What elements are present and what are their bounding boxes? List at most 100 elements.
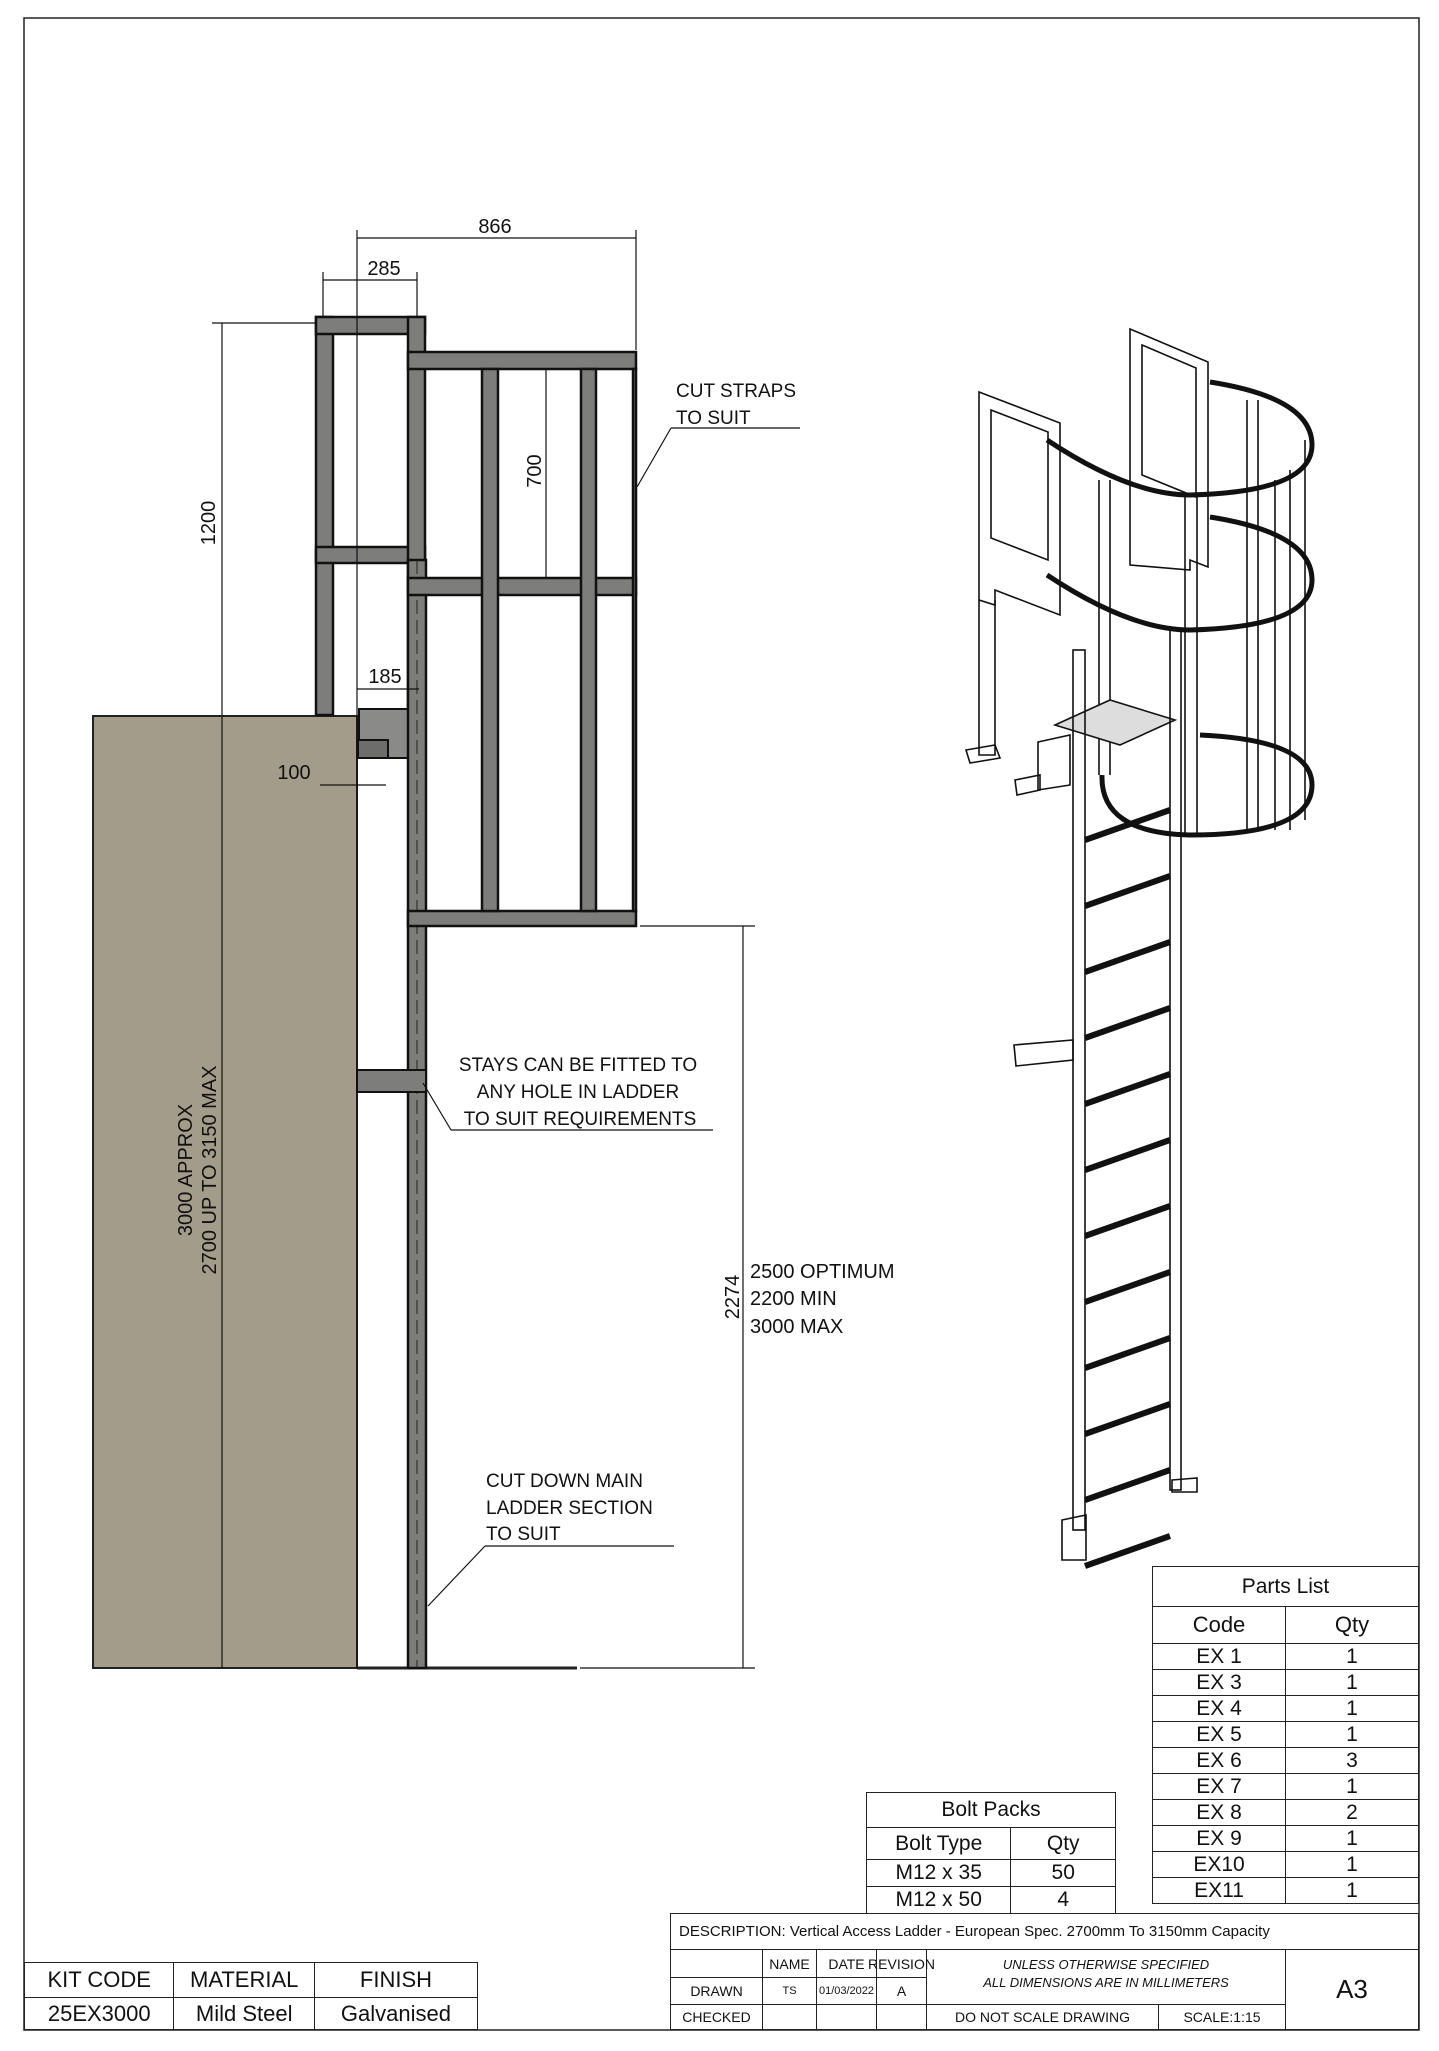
drawn-label: DRAWN <box>671 1977 763 2004</box>
side-elevation: 866 285 1200 700 185 100 3000 APPROX 270… <box>92 216 894 1670</box>
iso-top-hoop <box>1045 379 1315 498</box>
part-qty: 1 <box>1285 1695 1419 1722</box>
note-stays-3: TO SUIT REQUIREMENTS <box>464 1109 697 1130</box>
wall-height-2: 2700 UP TO 3150 MAX <box>199 1065 221 1274</box>
iso-rung <box>1084 1401 1171 1437</box>
name-label: NAME <box>763 1950 817 1977</box>
bolt-packs-title: Bolt Packs <box>866 1792 1116 1828</box>
iso-bottom-hoop <box>1099 732 1315 838</box>
bolt-header-qty: Qty <box>1010 1827 1116 1860</box>
part-code: EX 6 <box>1152 1747 1286 1774</box>
wall-bracket <box>357 739 389 759</box>
finish-label: FINISH <box>313 1962 479 1998</box>
iso-rung <box>1084 1137 1171 1173</box>
part-code: EX 8 <box>1152 1799 1286 1826</box>
drawn-date: 01/03/2022 <box>817 1977 877 2004</box>
iso-rung <box>1084 1533 1171 1569</box>
dim-700: 700 <box>524 454 546 487</box>
dim-100: 100 <box>277 762 310 784</box>
iso-rung <box>1084 1335 1171 1371</box>
material-label: MATERIAL <box>173 1962 315 1998</box>
iso-rung <box>1084 939 1171 975</box>
description: DESCRIPTION: Vertical Access Ladder - Eu… <box>671 1914 1418 1950</box>
note-cut-down-2: LADDER SECTION <box>486 1498 653 1519</box>
revision-value: A <box>877 1977 927 2004</box>
exit-frame <box>314 315 427 717</box>
wall <box>92 715 358 1669</box>
units-line-2: ALL DIMENSIONS ARE IN MILLIMETERS <box>983 1974 1229 1990</box>
part-qty: 1 <box>1285 1669 1419 1696</box>
part-code: EX 9 <box>1152 1825 1286 1852</box>
iso-middle-hoop <box>1045 514 1315 633</box>
dim-2274: 2274 <box>722 1275 744 1320</box>
revision-label: REVISION <box>868 1950 935 1977</box>
part-code: EX10 <box>1152 1851 1286 1878</box>
dim-285: 285 <box>367 258 400 280</box>
cage-note-min: 2200 MIN <box>750 1288 837 1310</box>
cage-note-optimum: 2500 OPTIMUM <box>750 1261 894 1283</box>
part-qty: 1 <box>1285 1877 1419 1904</box>
note-cut-down-1: CUT DOWN MAIN <box>486 1471 643 1492</box>
scale: SCALE:1:15 <box>1159 2004 1285 2029</box>
iso-left-frame <box>978 390 1061 617</box>
part-qty: 1 <box>1285 1721 1419 1748</box>
note-stays-2: ANY HOLE IN LADDER <box>477 1082 679 1103</box>
iso-rung <box>1084 1203 1171 1239</box>
note-cut-straps-2: TO SUIT <box>676 408 751 429</box>
kit-code-label: KIT CODE <box>23 1962 175 1998</box>
note-stays-1: STAYS CAN BE FITTED TO <box>459 1055 697 1076</box>
part-code: EX 7 <box>1152 1773 1286 1800</box>
iso-ladder <box>1013 629 1198 1561</box>
title-block: DESCRIPTION: Vertical Access Ladder - Eu… <box>670 1913 1419 2030</box>
part-qty: 3 <box>1285 1747 1419 1774</box>
cage-note-max: 3000 MAX <box>750 1316 843 1338</box>
iso-rung <box>1084 1005 1171 1041</box>
part-qty: 1 <box>1285 1851 1419 1878</box>
parts-list-title: Parts List <box>1152 1566 1419 1607</box>
part-code: EX11 <box>1152 1877 1286 1904</box>
iso-rungs <box>1084 807 1171 1569</box>
note-cut-straps-1: CUT STRAPS <box>676 381 796 402</box>
iso-rung <box>1084 873 1171 909</box>
iso-rung <box>1084 1269 1171 1305</box>
sheet-size: A3 <box>1285 1950 1418 2029</box>
part-qty: 1 <box>1285 1825 1419 1852</box>
iso-rung <box>1084 1467 1171 1503</box>
date-label: DATE <box>817 1950 877 1977</box>
part-qty: 2 <box>1285 1799 1419 1826</box>
parts-header-code: Code <box>1152 1606 1286 1644</box>
wall-height-1: 3000 APPROX <box>175 1104 197 1236</box>
parts-header-qty: Qty <box>1285 1606 1419 1644</box>
drawn-name: TS <box>763 1977 817 2004</box>
material-value: Mild Steel <box>173 1997 315 2030</box>
checked-label: CHECKED <box>671 2004 763 2029</box>
do-not-scale: DO NOT SCALE DRAWING <box>927 2004 1159 2029</box>
part-qty: 1 <box>1285 1643 1419 1670</box>
part-code: EX 1 <box>1152 1643 1286 1670</box>
units-line-1: UNLESS OTHERWISE SPECIFIED <box>1002 1956 1210 1972</box>
finish-value: Galvanised <box>313 1997 479 2030</box>
iso-rung <box>1084 807 1171 843</box>
safety-cage <box>406 350 638 928</box>
part-qty: 1 <box>1285 1773 1419 1800</box>
dim-1200: 1200 <box>198 501 220 546</box>
iso-cage-bars <box>1098 400 1306 835</box>
note-cut-down-3: TO SUIT <box>486 1524 561 1545</box>
part-code: EX 4 <box>1152 1695 1286 1722</box>
part-code: EX 5 <box>1152 1721 1286 1748</box>
dim-866: 866 <box>478 216 511 238</box>
